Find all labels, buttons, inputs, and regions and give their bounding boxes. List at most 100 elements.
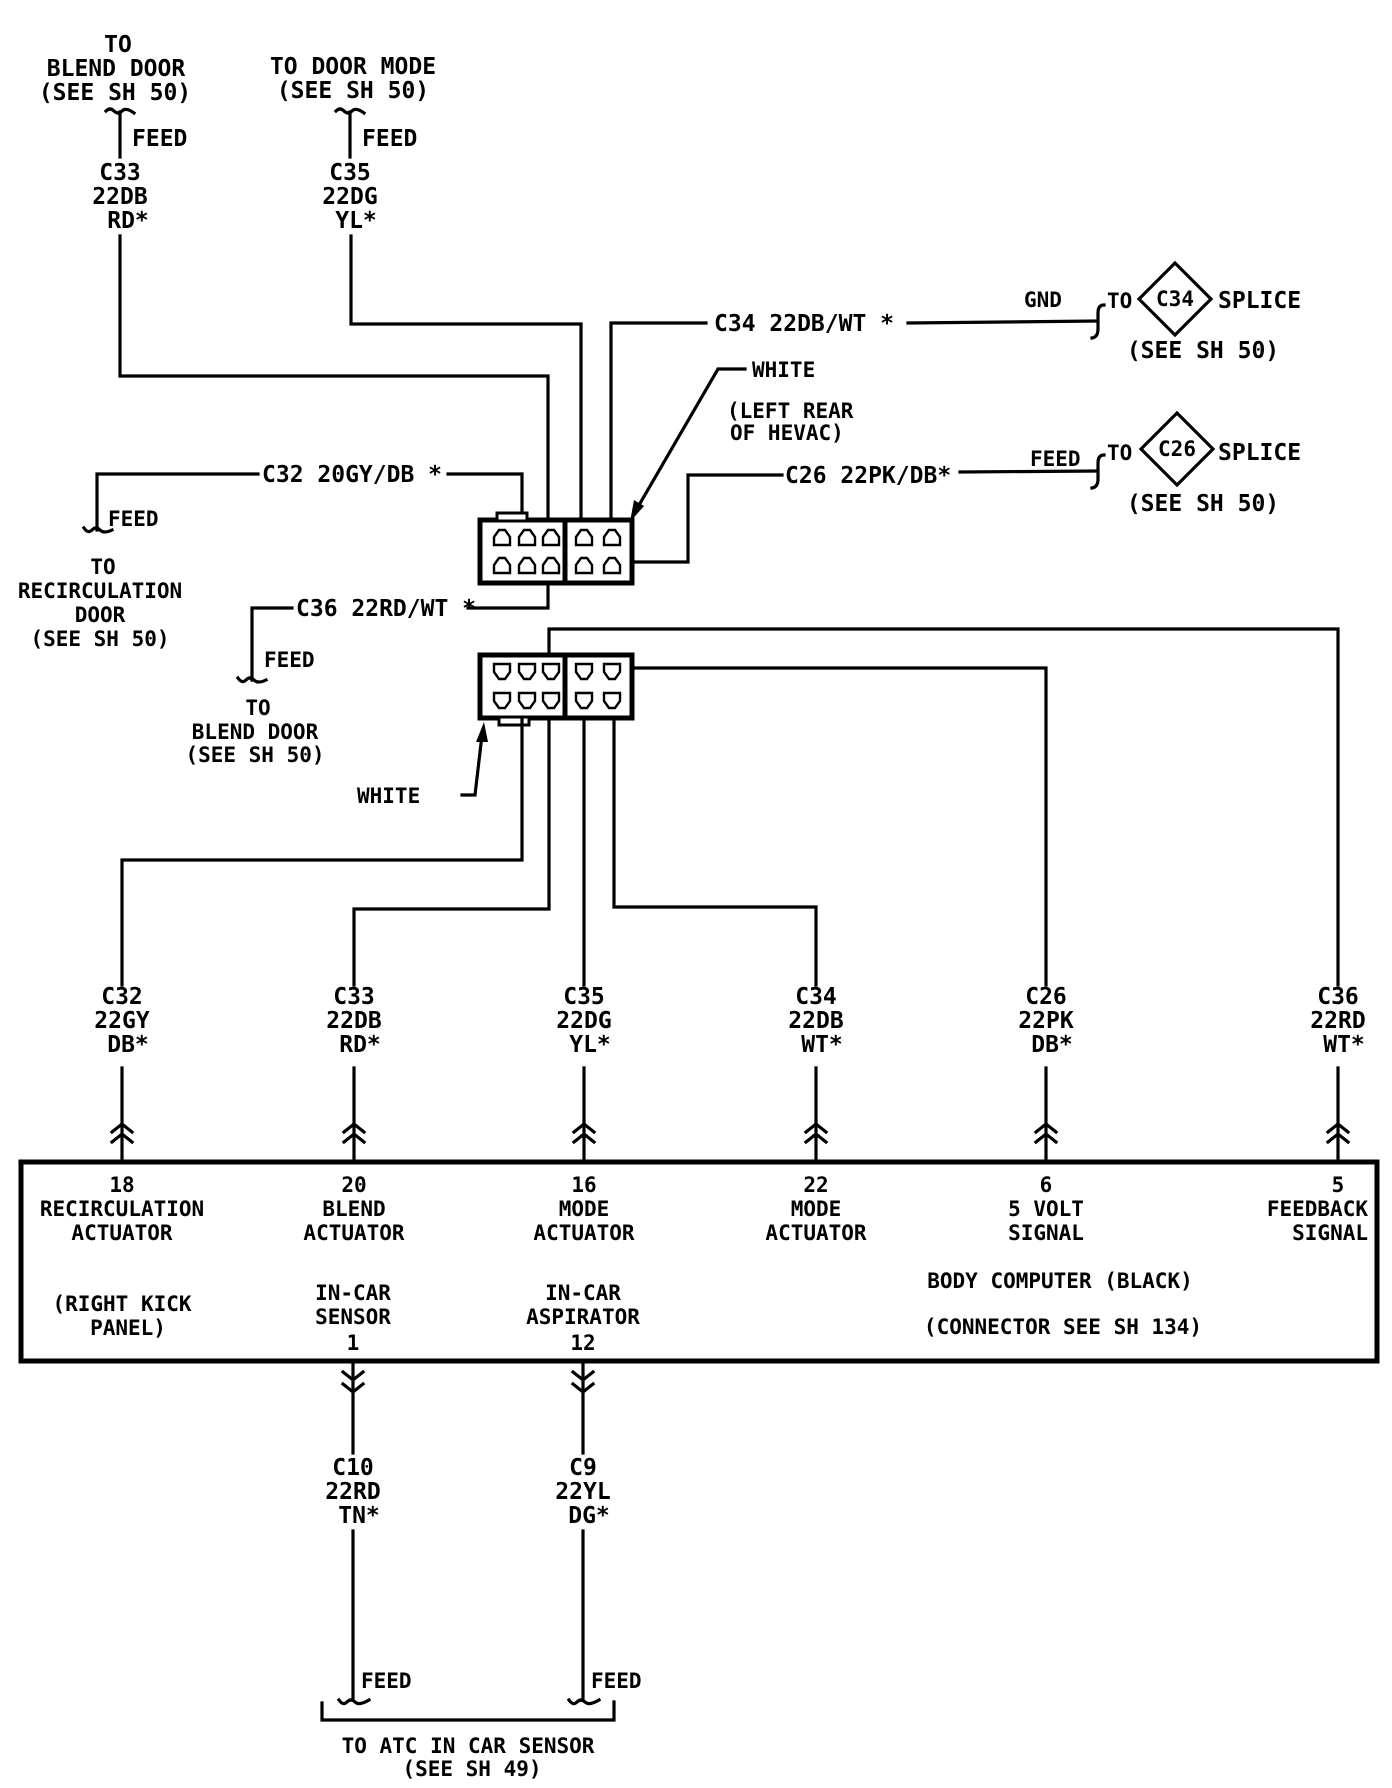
pin-function: MODE xyxy=(791,1197,842,1221)
connector-arrow-icon xyxy=(341,1121,367,1135)
wire-tracer: WT* xyxy=(1323,1032,1365,1058)
wire-tracer: WT* xyxy=(801,1032,843,1058)
pin-number: 18 xyxy=(109,1173,134,1197)
pin-number: 6 xyxy=(1040,1173,1053,1197)
blend-door-dest: TO BLEND DOOR (SEE SH 50) xyxy=(185,696,324,767)
pin-function: ACTUATOR xyxy=(71,1221,173,1245)
wire-c35-upper xyxy=(349,234,583,522)
connector-cavities xyxy=(492,662,622,710)
splice-to-label: TO xyxy=(1107,289,1132,313)
wire-c36-lower xyxy=(547,627,1340,987)
cavity-icon xyxy=(602,662,622,681)
pin-function: SENSOR xyxy=(315,1305,391,1329)
wire-gauge-color: 22RD xyxy=(1310,1008,1365,1034)
dest-line: TO xyxy=(245,696,270,720)
feed-hook-icon xyxy=(333,107,367,116)
wire-c26-lower xyxy=(630,666,1048,987)
upper-connector xyxy=(477,511,635,586)
white-connector-label: WHITE xyxy=(357,784,420,808)
cavity-icon xyxy=(602,556,622,575)
connector-arrow-icon xyxy=(340,1381,366,1395)
wire-gauge-color: 22DB xyxy=(788,1008,844,1034)
wire-tracer: DB* xyxy=(1031,1032,1073,1058)
pin-function: IN-CAR xyxy=(545,1281,621,1305)
wire-gauge-color: 22DB xyxy=(92,184,148,210)
white-connector-label: WHITE xyxy=(752,358,815,382)
cavity-icon xyxy=(602,691,622,710)
feed-label: FEED xyxy=(591,1669,642,1693)
splice-ref: (SEE SH 50) xyxy=(1127,338,1279,364)
feed-label: FEED xyxy=(362,126,417,152)
body-computer-pin-labels: 18RECIRCULATIONACTUATOR20BLENDACTUATOR16… xyxy=(40,1173,1369,1355)
wire-c32-upper-right xyxy=(446,472,524,522)
wire-c26-upper xyxy=(632,473,784,564)
wire-gauge-color: 22DG xyxy=(322,184,377,210)
splice-diamond-icon xyxy=(1136,260,1214,338)
wire-c32-upper-left xyxy=(95,472,260,532)
pin-number: 16 xyxy=(571,1173,596,1197)
pin-function: MODE xyxy=(559,1197,610,1221)
connector-cavities xyxy=(492,528,622,575)
splice-word: SPLICE xyxy=(1218,440,1301,466)
cavity-icon xyxy=(574,662,594,681)
cavity-icon xyxy=(492,556,512,575)
pointer-arrow-icon xyxy=(630,500,644,522)
wire-c34-to-splice xyxy=(906,319,1099,325)
wire-c34-upper xyxy=(609,321,708,522)
splice-c26: TO C26 SPLICE (SEE SH 50) xyxy=(1107,410,1301,517)
cavity-icon xyxy=(517,662,537,681)
connector-arrow-icon xyxy=(1033,1131,1059,1145)
pointer-arrow-icon xyxy=(476,722,488,742)
wire-circuit: C35 xyxy=(563,984,605,1010)
location-line: OF HEVAC) xyxy=(730,421,844,445)
pin-function: ASPIRATOR xyxy=(526,1305,640,1329)
wire-label-c32: C32 20GY/DB * xyxy=(262,462,442,488)
wire-c26-to-splice xyxy=(958,469,1099,474)
splice-hook-icon xyxy=(1090,453,1106,490)
wire-c36-upper-right xyxy=(466,583,550,610)
pin-number: 22 xyxy=(803,1173,828,1197)
connector-arrow-icon xyxy=(571,1121,597,1135)
cavity-icon xyxy=(541,556,561,575)
splice-badge: C34 xyxy=(1156,287,1194,311)
wire-tracer: DG* xyxy=(568,1503,610,1529)
connector-arrow-icon xyxy=(1325,1121,1351,1135)
gnd-label: GND xyxy=(1024,288,1062,312)
body-computer-outline xyxy=(18,1159,1380,1364)
pin-number: 1 xyxy=(347,1331,360,1355)
location-line: (RIGHT KICK xyxy=(52,1292,191,1316)
pin-number: 12 xyxy=(570,1331,595,1355)
wire-gauge-color: 22DB xyxy=(326,1008,382,1034)
cavity-icon xyxy=(541,528,561,547)
top-door-mode-callout: TO DOOR MODE (SEE SH 50) FEED C35 22DG Y… xyxy=(270,54,436,234)
wire-c36-upper-left xyxy=(250,606,294,682)
dest-line: (SEE SH 50) xyxy=(277,78,429,104)
splice-ref: (SEE SH 50) xyxy=(1127,491,1279,517)
cavity-icon xyxy=(602,528,622,547)
location-line: (LEFT REAR xyxy=(727,399,854,423)
wire-gauge-color: 22PK xyxy=(1018,1008,1074,1034)
white-pointer-line xyxy=(460,733,484,797)
feed-label: FEED xyxy=(108,507,159,531)
pin-function: BLEND xyxy=(322,1197,385,1221)
body-computer: 18RECIRCULATIONACTUATOR20BLENDACTUATOR16… xyxy=(18,1159,1380,1364)
connector-arrow-icon xyxy=(109,1131,135,1145)
splice-to-label: TO xyxy=(1107,441,1132,465)
cavity-icon xyxy=(541,691,561,710)
cavity-icon xyxy=(574,556,594,575)
wire-c33-upper xyxy=(118,234,550,522)
connector-arrow-icon xyxy=(341,1131,367,1145)
wire-c32-lower xyxy=(120,718,524,987)
wire-circuit: C26 xyxy=(1025,984,1067,1010)
connector-arrow-icon xyxy=(571,1131,597,1145)
destination-bracket xyxy=(320,1700,616,1722)
wire-gauge-color: 22DG xyxy=(556,1008,611,1034)
dest-line: (SEE SH 50) xyxy=(30,627,169,651)
lower-connector xyxy=(477,652,635,727)
pin-function: IN-CAR xyxy=(315,1281,391,1305)
connector-arrow-icon xyxy=(570,1381,596,1395)
feed-hook-icon xyxy=(81,525,115,534)
dest-line: (SEE SH 50) xyxy=(185,743,324,767)
connector-arrow-icon xyxy=(803,1131,829,1145)
